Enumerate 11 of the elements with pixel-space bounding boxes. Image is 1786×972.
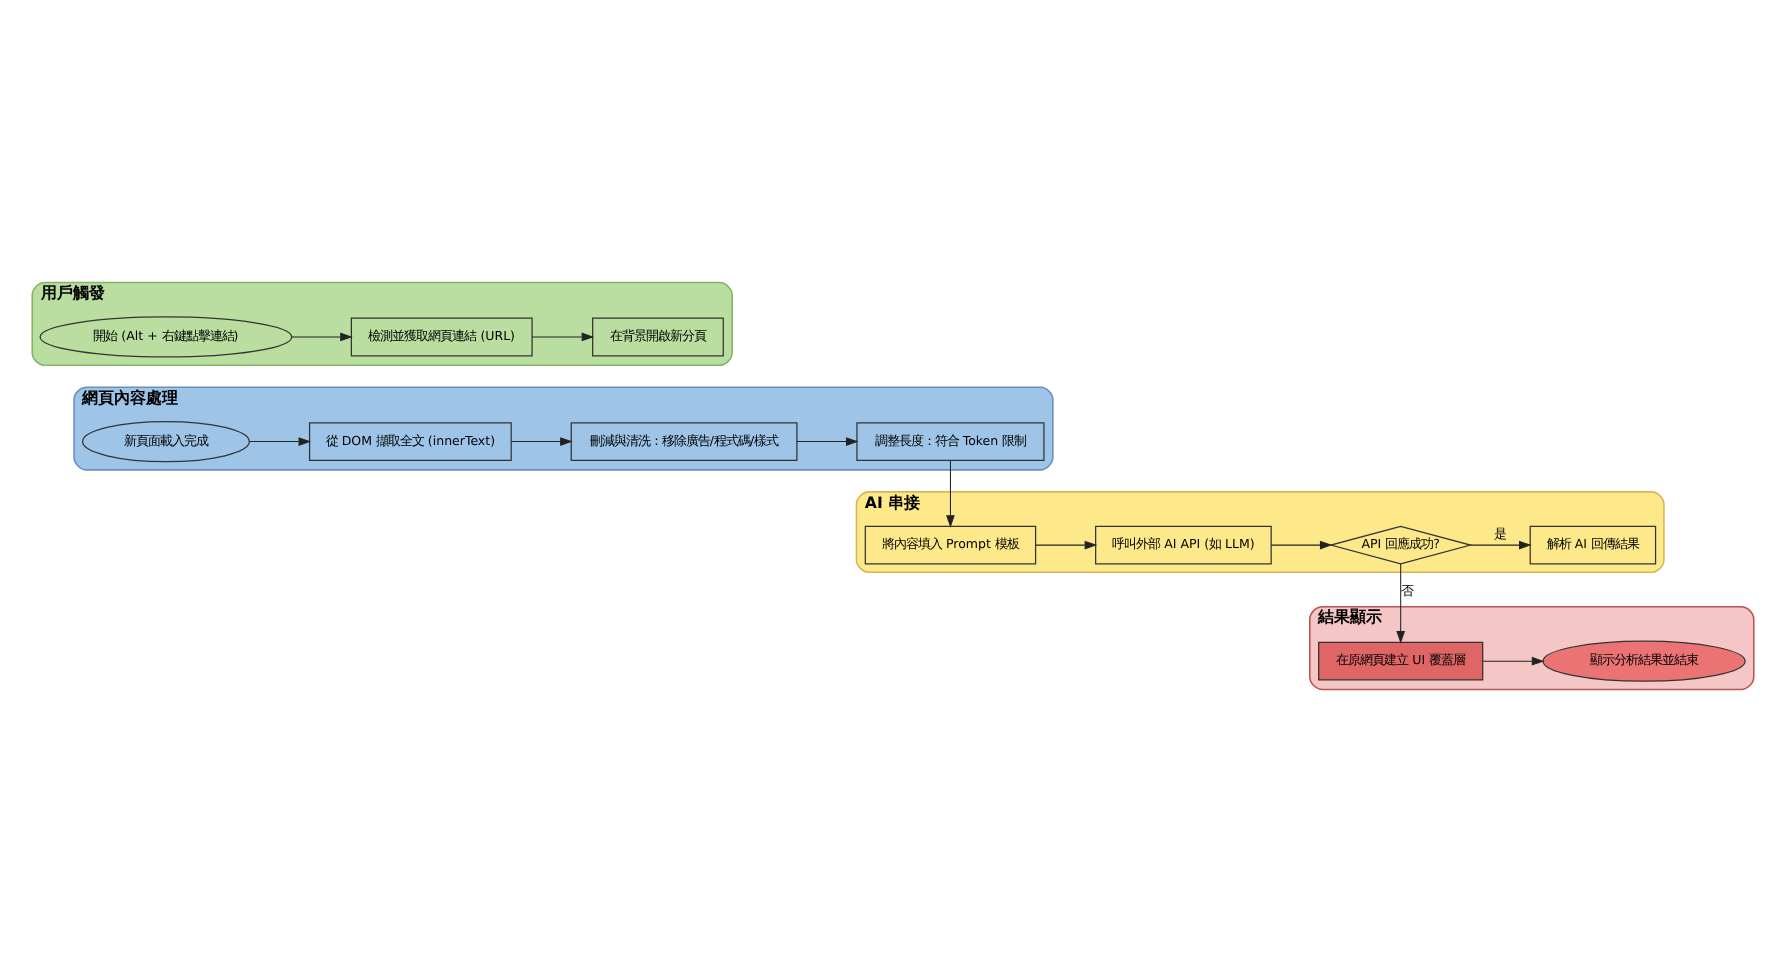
arrow (1470, 540, 1532, 550)
arrow (1482, 656, 1545, 666)
arrow (249, 437, 312, 446)
arrow (1396, 563, 1406, 644)
arrow (796, 437, 859, 446)
arrow (1270, 540, 1333, 550)
arrow (291, 332, 353, 342)
arrow (946, 460, 955, 528)
arrow (1035, 540, 1098, 550)
arrow (510, 437, 573, 446)
arrow (531, 332, 595, 342)
